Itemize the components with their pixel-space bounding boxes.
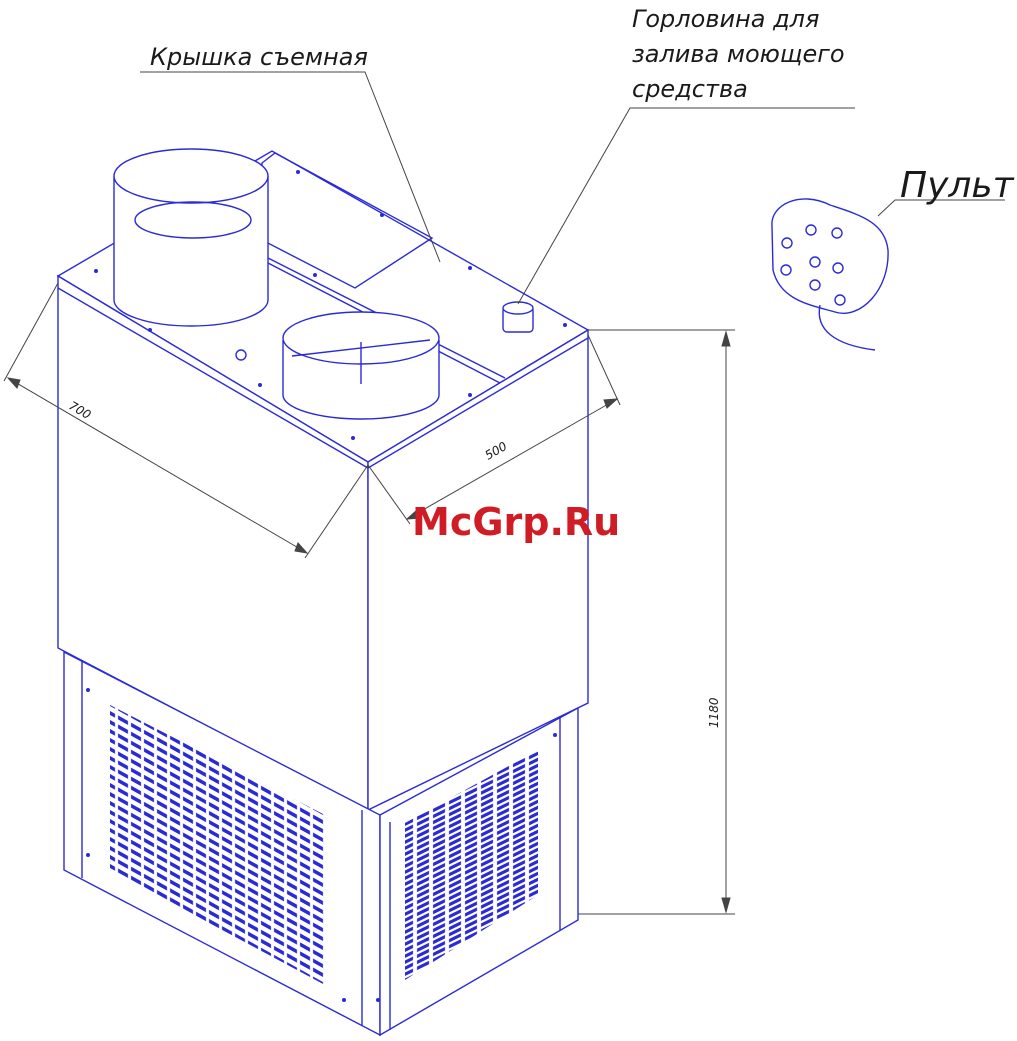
neck-label-line2: залива моющего (632, 40, 845, 68)
neck-label-line1: Горловина для (632, 5, 819, 33)
watermark: McGrp.Ru (412, 500, 620, 544)
dim-height-text: 1180 (707, 697, 721, 728)
unit-body (58, 149, 588, 1035)
remote-body (772, 199, 888, 313)
tall-duct-rim (114, 149, 268, 203)
cover-label: Крышка съемная (150, 43, 368, 71)
remote-control (772, 199, 888, 350)
remote-label: Пульт (900, 165, 1015, 206)
neck-label-line3: средства (632, 75, 748, 103)
